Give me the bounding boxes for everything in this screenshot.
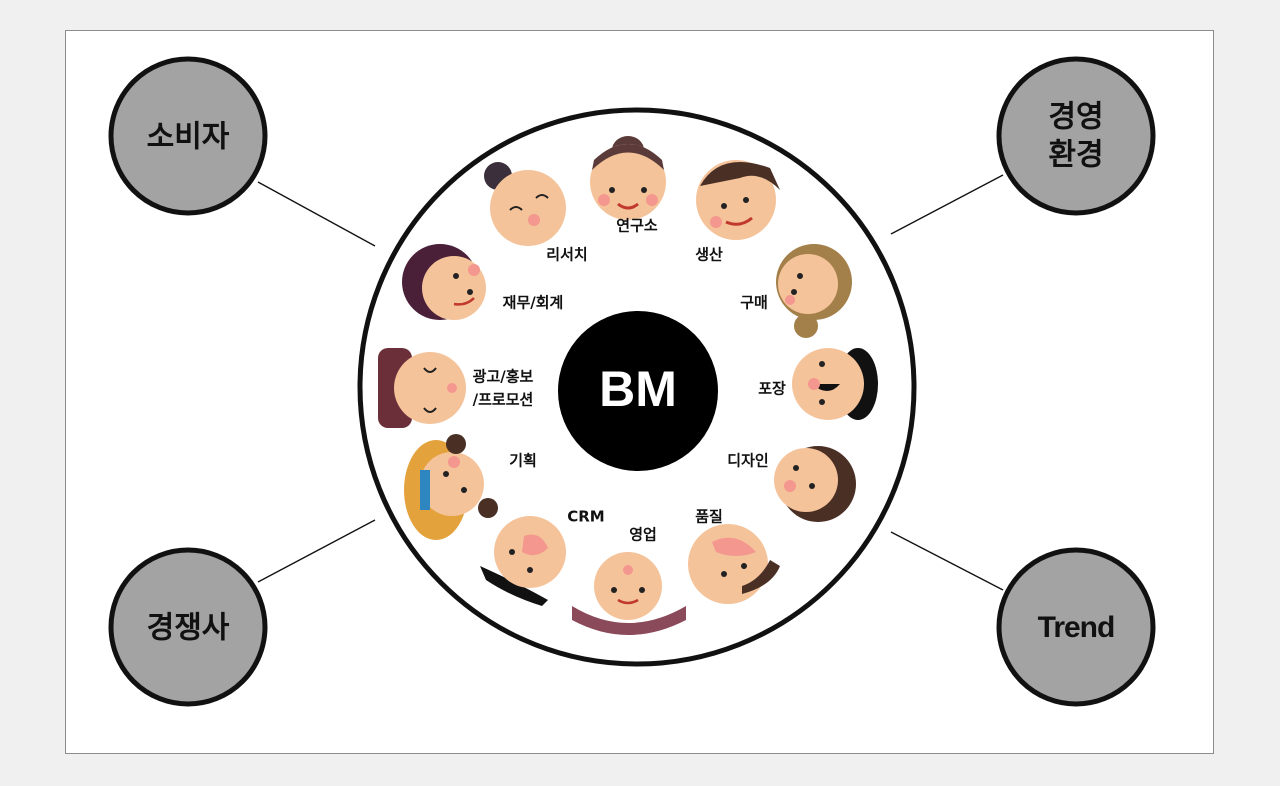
connector-trend — [890, 531, 1004, 591]
face-purchasing-icon — [776, 244, 852, 338]
node-business-env-line2: 환경 — [1048, 138, 1103, 173]
dept-finance: 재무/회계 — [503, 294, 564, 312]
connector-competitor — [257, 519, 376, 583]
face-finance-icon — [402, 244, 486, 320]
dept-planning: 기획 — [509, 452, 537, 470]
dept-research: 리서치 — [546, 246, 587, 264]
dept-packaging: 포장 — [758, 380, 786, 398]
dept-purchasing: 구매 — [740, 294, 768, 312]
node-competitor: 경쟁사 — [108, 547, 268, 707]
dept-design: 디자인 — [727, 452, 768, 470]
face-production-icon — [696, 160, 780, 240]
center-label: BM — [599, 361, 677, 417]
dept-production: 생산 — [695, 246, 723, 264]
node-business-env: 경영 환경 — [996, 56, 1156, 216]
face-sales-icon — [572, 552, 686, 635]
face-advertising-icon — [378, 348, 466, 428]
face-packaging-icon — [792, 348, 878, 420]
face-design-icon — [774, 446, 856, 522]
node-business-env-line1: 경영 — [1048, 100, 1103, 135]
connector-business-env — [890, 174, 1004, 235]
connector-consumer — [257, 181, 376, 247]
dept-research-lab: 연구소 — [616, 217, 658, 235]
node-trend: Trend — [996, 547, 1156, 707]
node-trend-label: Trend — [1038, 611, 1115, 644]
face-planning-icon — [404, 434, 498, 540]
dept-sales: 영업 — [629, 526, 657, 544]
dept-crm: CRM — [567, 508, 605, 526]
node-competitor-label: 경쟁사 — [147, 611, 230, 646]
faces-ring — [378, 136, 878, 635]
face-research-lab-icon — [590, 136, 666, 220]
dept-quality: 품질 — [695, 508, 723, 526]
face-quality-icon — [688, 524, 780, 604]
face-crm-icon — [480, 516, 566, 606]
node-consumer-label: 소비자 — [147, 120, 230, 155]
dept-advertising-line2: /프로모션 — [473, 391, 534, 409]
face-research-icon — [484, 162, 566, 246]
node-consumer: 소비자 — [108, 56, 268, 216]
center-node: BM — [558, 311, 718, 471]
dept-advertising-line1: 광고/홍보 — [473, 368, 534, 386]
